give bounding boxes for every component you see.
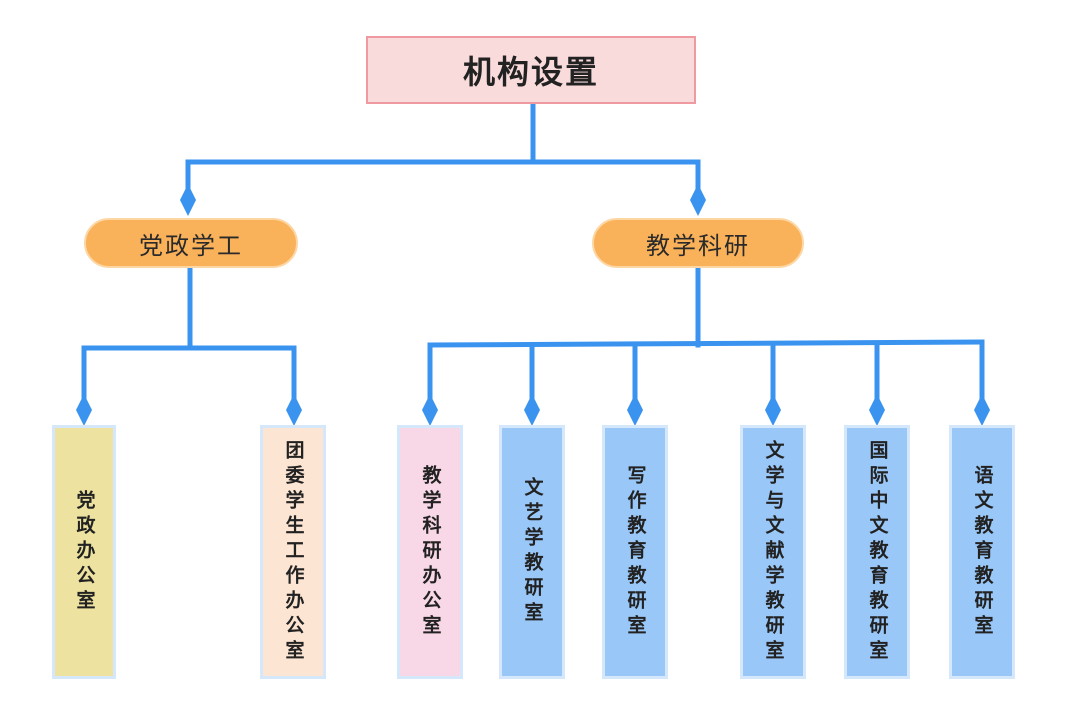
unit-box: 团委学生工作办公室 (260, 425, 326, 679)
arrow-diamond-unit-2 (286, 394, 302, 426)
unit-label: 国际中文教育教研室 (866, 439, 889, 665)
unit-box: 党政办公室 (52, 425, 116, 679)
arrow-diamond-unit-5 (627, 394, 643, 426)
root-label: 机构设置 (462, 53, 599, 91)
unit-label: 文艺学教研室 (521, 477, 544, 627)
unit-label: 语文教育教研室 (971, 464, 994, 640)
arrow-diamond-unit-1 (76, 394, 92, 426)
unit-box: 文艺学教研室 (499, 425, 565, 679)
root-node: 机构设置 (366, 36, 696, 104)
unit-box: 教学科研办公室 (397, 425, 463, 679)
unit-box: 语文教育教研室 (949, 425, 1015, 679)
branch-node-teaching-research: 教学科研 (592, 218, 804, 268)
unit-label: 教学科研办公室 (419, 464, 442, 640)
branch-node-party-admin: 党政学工 (84, 218, 298, 268)
arrow-diamond-branch-1 (180, 184, 196, 216)
unit-label: 文学与文献学教研室 (762, 439, 785, 665)
arrow-diamond-unit-6 (765, 394, 781, 426)
unit-label: 写作教育教研室 (624, 464, 647, 640)
arrow-diamond-unit-3 (422, 394, 438, 426)
arrow-diamond-branch-2 (690, 184, 706, 216)
arrow-diamond-unit-7 (869, 394, 885, 426)
arrow-diamond-unit-8 (974, 394, 990, 426)
unit-box: 写作教育教研室 (602, 425, 668, 679)
unit-label: 团委学生工作办公室 (282, 439, 305, 665)
branch-label: 党政学工 (139, 231, 243, 260)
unit-box: 文学与文献学教研室 (740, 425, 806, 679)
branch-label: 教学科研 (646, 231, 750, 260)
arrow-diamond-unit-4 (524, 394, 540, 426)
right-horizontal (427, 339, 985, 348)
unit-label: 党政办公室 (73, 489, 96, 615)
unit-box: 国际中文教育教研室 (844, 425, 910, 679)
